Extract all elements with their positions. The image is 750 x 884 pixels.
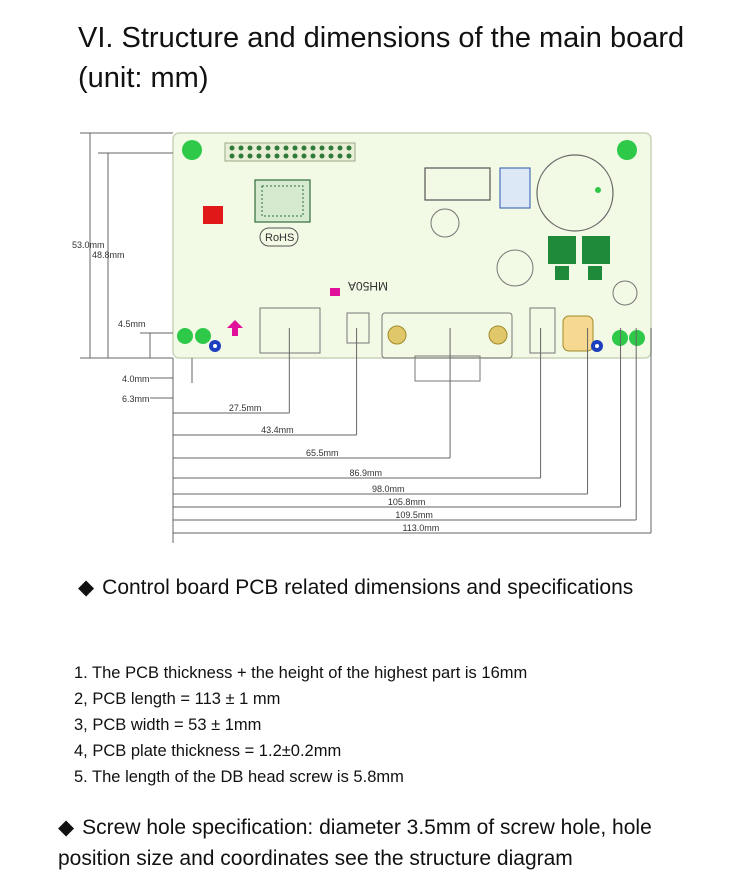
length-dim-label: 113.0mm	[402, 523, 439, 533]
header-pin	[238, 145, 244, 151]
length-dimension-labels: 27.5mm 43.4mm 65.5mm 86.9mm 98.0mm 105.8mm 109…	[229, 403, 439, 533]
pcb-dimensions-heading: ◆ Control board PCB related dimensions an…	[78, 572, 638, 604]
header-pin	[301, 145, 307, 151]
header-pins	[229, 145, 352, 159]
main-ic-chip	[254, 179, 311, 223]
header-pin	[337, 153, 343, 159]
length-dim-label: 105.8mm	[388, 497, 426, 507]
length-dimension-lines	[173, 328, 652, 534]
screw-hole-bottom-left-1	[177, 328, 193, 344]
bullet-diamond-icon: ◆	[58, 816, 75, 839]
magenta-arrow	[227, 320, 243, 336]
header-pin	[301, 153, 307, 159]
spec-item: 1. The PCB thickness + the height of the…	[74, 664, 528, 682]
header-pin	[265, 145, 271, 151]
section2-text: Screw hole specification: diameter 3.5mm…	[58, 816, 652, 870]
header-pin	[310, 153, 316, 159]
header-pin	[292, 153, 298, 159]
length-dim-label: 109.5mm	[395, 510, 433, 520]
header-pin	[247, 153, 253, 159]
board-drawing: RoHS MH50A 53.0mm 48.8mm 4.5mm 4.0mm 6.3…	[72, 132, 652, 543]
rohs-label: RoHS	[265, 232, 294, 244]
screw-hole-top-left	[182, 140, 202, 160]
screw-hole-top-right	[617, 140, 637, 160]
magenta-marker	[330, 288, 340, 296]
spec-item: 5. The length of the DB head screw is 5.…	[74, 768, 404, 786]
header-pin	[274, 153, 280, 159]
length-dim-label: 27.5mm	[229, 403, 262, 413]
header-pin	[256, 153, 262, 159]
header-pin	[274, 145, 280, 151]
top-header-connector	[224, 142, 356, 162]
spec-item: 4, PCB plate thickness = 1.2±0.2mm	[74, 742, 342, 760]
length-dim-label: 43.4mm	[261, 425, 294, 435]
dim-48-8: 48.8mm	[92, 250, 125, 260]
db-connector	[381, 312, 513, 359]
header-pin	[265, 153, 271, 159]
header-pin	[319, 153, 325, 159]
power-chip-2	[582, 236, 610, 264]
header-pin	[310, 145, 316, 151]
header-pin	[229, 153, 235, 159]
header-pin	[247, 145, 253, 151]
header-pin	[346, 153, 352, 159]
header-pin	[229, 145, 235, 151]
board-structure-diagram: RoHS MH50A 53.0mm 48.8mm 4.5mm 4.0mm 6.3…	[70, 128, 670, 553]
red-component	[203, 206, 223, 224]
header-pin	[238, 153, 244, 159]
screw-hole-heading: ◆Screw hole specification: diameter 3.5m…	[58, 812, 718, 874]
spec-list: 1. The PCB thickness + the height of the…	[74, 660, 694, 790]
section1-text: Control board PCB related dimensions and…	[102, 576, 634, 599]
power-chip-1	[548, 236, 576, 264]
header-pin	[328, 145, 334, 151]
dim-6-3: 6.3mm	[122, 394, 150, 404]
bottom-connector-left	[259, 307, 321, 354]
inductor-circle	[536, 154, 614, 232]
spec-item: 2, PCB length = 113 ± 1 mm	[74, 690, 281, 708]
length-dim-label: 86.9mm	[349, 468, 382, 478]
page-title: VI. Structure and dimensions of the main…	[78, 22, 685, 94]
model-label: MH50A	[348, 279, 388, 293]
header-pin	[283, 153, 289, 159]
spec-item: 3, PCB width = 53 ± 1mm	[74, 716, 262, 734]
screw-hole-bottom-left-2	[195, 328, 211, 344]
bullet-diamond-icon: ◆	[78, 576, 95, 599]
length-dim-label: 98.0mm	[372, 484, 405, 494]
dim-4-0: 4.0mm	[122, 374, 150, 384]
header-pin	[337, 145, 343, 151]
screw-hole-bottom-right-2	[629, 330, 645, 346]
dim-4-5: 4.5mm	[118, 319, 146, 329]
header-pin	[319, 145, 325, 151]
header-pin	[283, 145, 289, 151]
height-dimension-lines	[80, 132, 173, 359]
header-pin	[292, 145, 298, 151]
header-pin	[328, 153, 334, 159]
header-pin	[346, 145, 352, 151]
length-dim-label: 65.5mm	[306, 448, 339, 458]
dim-53-0: 53.0mm	[72, 240, 105, 250]
screw-hole-bottom-right-1	[612, 330, 628, 346]
header-pin	[256, 145, 262, 151]
